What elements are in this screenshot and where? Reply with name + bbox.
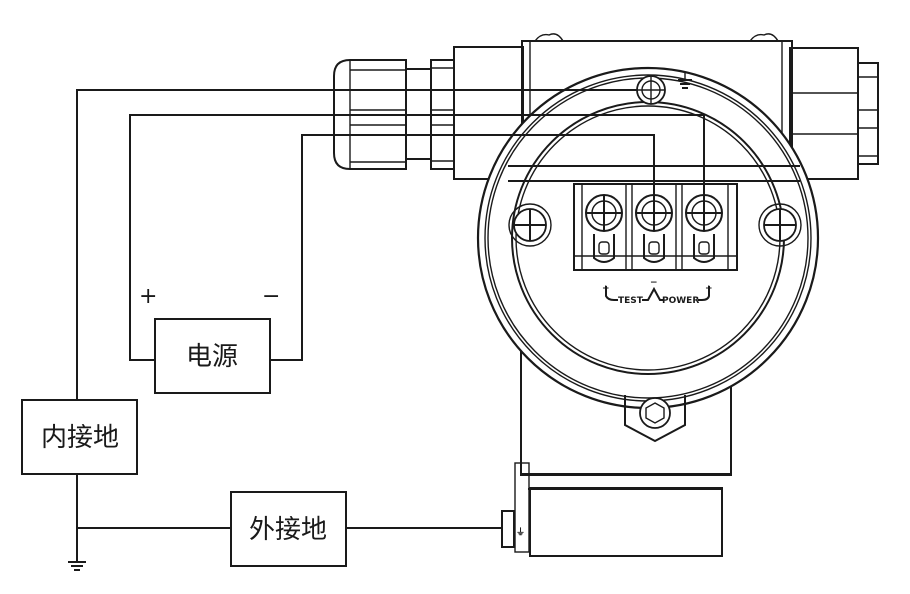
test-plus-sign: +: [602, 284, 610, 294]
positive-wire: [129, 114, 705, 361]
external-ground-bracket: [514, 462, 530, 553]
external-ground-box: 外接地: [230, 491, 347, 567]
common-minus-sign: −: [650, 278, 658, 288]
test-label: TEST: [618, 296, 644, 306]
terminal-common-minus: [635, 194, 673, 263]
internal-ground-label: 内接地: [41, 423, 119, 453]
terminal-block: + − + TEST POWER: [573, 183, 738, 306]
negative-wire: [270, 134, 655, 361]
external-ground-label: 外接地: [249, 515, 327, 545]
hex-socket-icon: [639, 397, 671, 429]
internal-ground-box: 内接地: [21, 399, 138, 475]
power-supply-box: 电源: [154, 318, 271, 394]
terminal-test-plus: [585, 194, 623, 263]
right-port-nut: [857, 62, 879, 165]
internal-ground-screw: [636, 75, 666, 105]
housing-base: [529, 487, 723, 557]
power-label: POWER: [662, 296, 699, 306]
earth-ground-icon: [68, 561, 86, 571]
internal-ground-wire: [76, 89, 637, 400]
screw-icon: [758, 203, 802, 247]
bottom-lock-tab: [624, 395, 686, 443]
power-supply-label: 电源: [186, 342, 238, 372]
external-ground-lug: [501, 510, 515, 548]
external-ground-icon: ⏚: [516, 527, 525, 538]
power-plus-sign: +: [705, 284, 713, 294]
positive-sign: +: [139, 284, 157, 309]
screw-icon: [508, 203, 552, 247]
right-port-body: [789, 47, 859, 180]
negative-sign: −: [262, 284, 280, 309]
ground-symbol-icon: [678, 72, 692, 89]
wiring: [76, 89, 705, 562]
transmitter-housing: ⏚: [453, 33, 879, 557]
